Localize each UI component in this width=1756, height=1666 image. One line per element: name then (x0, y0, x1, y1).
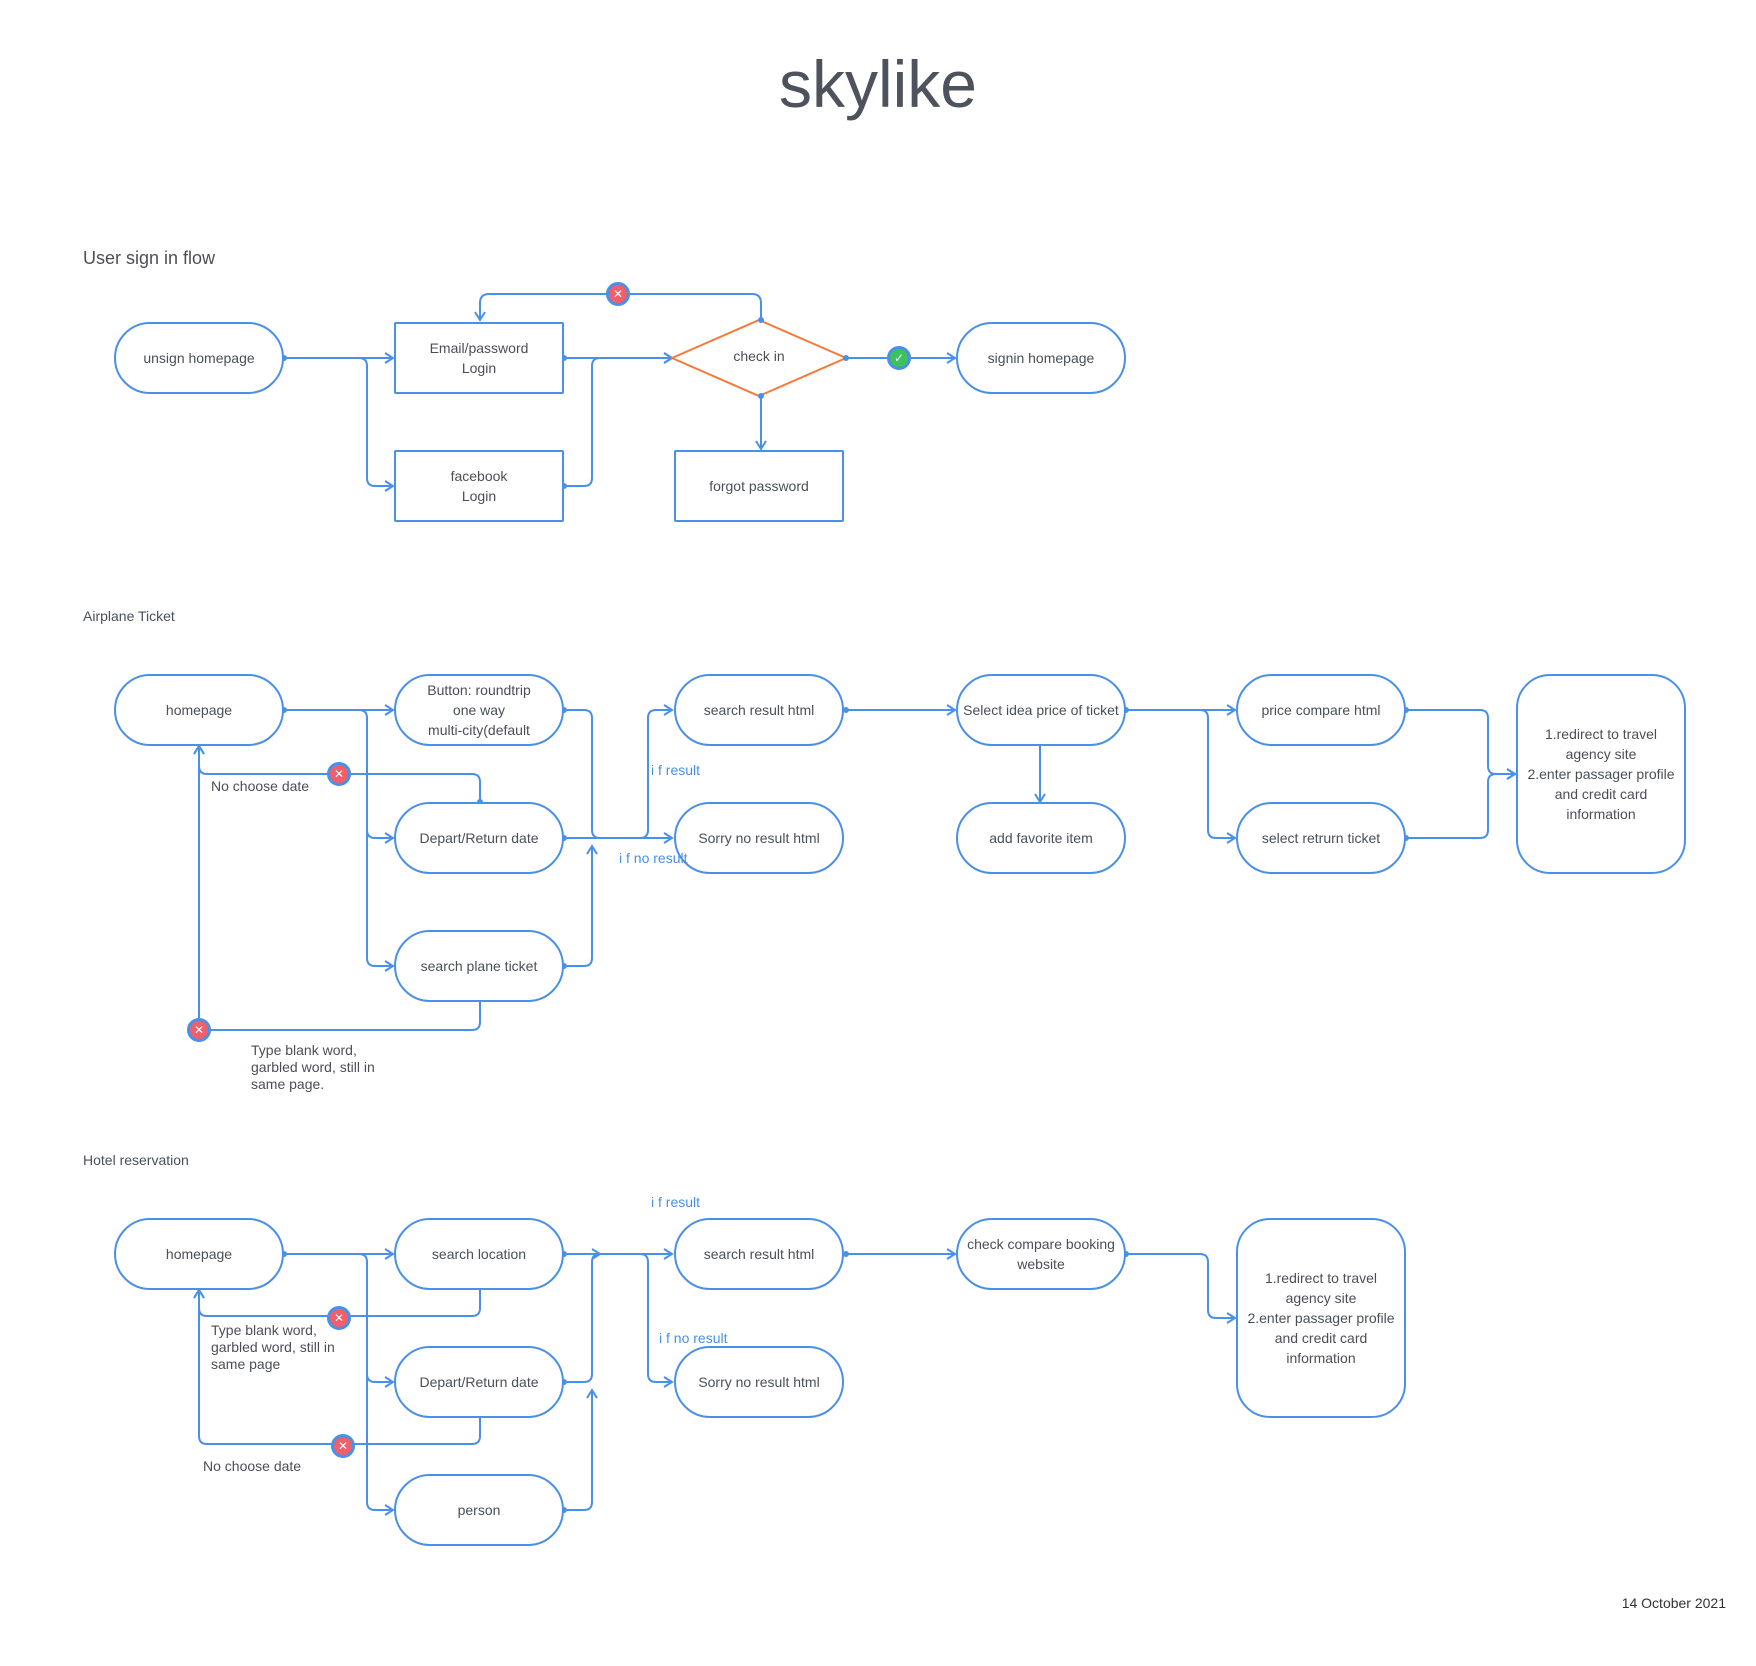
node-h-redirect[interactable]: 1.redirect to travel agency site 2.enter… (1236, 1218, 1406, 1418)
node-forgot-password[interactable]: forgot password (674, 450, 844, 522)
node-signin-homepage[interactable]: signin homepage (956, 322, 1126, 394)
node-check-in-label: check in (733, 348, 785, 364)
edge-ap-compare-to-redirect (1406, 709, 1517, 780)
node-ap-no-result[interactable]: Sorry no result html (674, 802, 844, 874)
node-ap-search-plane[interactable]: search plane ticket (394, 930, 564, 1002)
node-ap-add-favorite[interactable]: add favorite item (956, 802, 1126, 874)
label-h-type-blank: Type blank word, garbled word, still in … (211, 1322, 335, 1372)
node-unsign-homepage[interactable]: unsign homepage (114, 322, 284, 394)
node-ap-price-compare[interactable]: price compare html (1236, 674, 1406, 746)
edge-h-home-to-person (366, 1374, 395, 1516)
edge-h-compare-to-redirect (1126, 1253, 1237, 1324)
x-icon: ✕ (606, 282, 630, 306)
node-h-no-result[interactable]: Sorry no result html (674, 1346, 844, 1418)
date-label: 14 October 2021 (1621, 1595, 1726, 1611)
section-title-hotel: Hotel reservation (83, 1152, 189, 1168)
node-ap-select-return[interactable]: select retrurn ticket (1236, 802, 1406, 874)
edge-h-person-to-merge (564, 1388, 598, 1511)
edge-unsign-to-facebook (284, 357, 395, 492)
section-title-signin: User sign in flow (83, 248, 216, 268)
node-h-search-result[interactable]: search result html (674, 1218, 844, 1290)
x-icon: ✕ (187, 1018, 211, 1042)
node-ap-search-result[interactable]: search result html (674, 674, 844, 746)
label-h-no-choose-date: No choose date (203, 1458, 302, 1474)
node-facebook-login[interactable]: facebook Login (394, 450, 564, 522)
x-icon: ✕ (327, 1306, 351, 1330)
edge-ap-home-to-search (366, 830, 395, 972)
edge-h-home-to-depart (284, 1253, 395, 1388)
x-icon: ✕ (327, 762, 351, 786)
edge-facebook-to-checkin (564, 352, 674, 487)
node-email-login[interactable]: Email/password Login (394, 322, 564, 394)
node-h-check-compare[interactable]: check compare booking website (956, 1218, 1126, 1290)
label-h-if-result: i f result (651, 1194, 701, 1210)
node-ap-redirect[interactable]: 1.redirect to travel agency site 2.enter… (1516, 674, 1686, 874)
node-h-homepage[interactable]: homepage (114, 1218, 284, 1290)
check-icon: ✓ (887, 346, 911, 370)
label-ap-no-choose-date: No choose date (211, 778, 310, 794)
label-ap-if-result: i f result (651, 762, 701, 778)
node-ap-depart-return[interactable]: Depart/Return date (394, 802, 564, 874)
node-ap-select-price[interactable]: Select idea price of ticket (956, 674, 1126, 746)
edge-h-location-to-noresult (564, 1253, 674, 1388)
node-h-depart-return[interactable]: Depart/Return date (394, 1346, 564, 1418)
label-ap-if-no-result: i f no result (619, 850, 688, 866)
page-title: skylike (778, 47, 978, 121)
node-h-person[interactable]: person (394, 1474, 564, 1546)
x-icon: ✕ (331, 1434, 355, 1458)
label-ap-type-blank: Type blank word, garbled word, still in … (251, 1042, 375, 1092)
edge-ap-select-to-return (1126, 709, 1237, 844)
node-h-search-location[interactable]: search location (394, 1218, 564, 1290)
section-title-airplane: Airplane Ticket (83, 608, 175, 624)
node-ap-homepage[interactable]: homepage (114, 674, 284, 746)
edge-h-depart-to-merge (564, 1248, 602, 1383)
edge-ap-search-to-merge (564, 844, 598, 967)
node-ap-trip-type[interactable]: Button: roundtrip one way multi-city(def… (394, 674, 564, 746)
label-h-if-no-result: i f no result (659, 1330, 728, 1346)
edge-ap-return-to-redirect (1406, 768, 1517, 839)
